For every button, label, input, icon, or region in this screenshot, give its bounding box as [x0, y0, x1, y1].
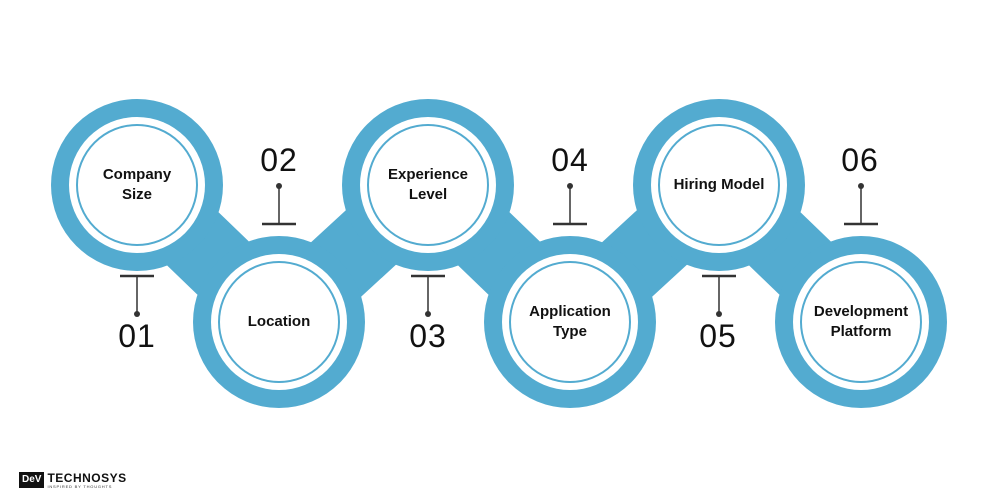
step-3-label-line-1: Experience	[387, 166, 469, 183]
step-2-number: 02	[260, 142, 298, 178]
step-1-inner-disc	[69, 117, 205, 253]
step-1-label-line-2: Size	[121, 186, 152, 203]
step-6-label-container: Development Platform	[799, 260, 923, 384]
step-3-inner-disc	[360, 117, 496, 253]
logo-tagline: INSPIRED BY THOUGHTS	[47, 483, 113, 489]
step-4-number: 04	[551, 142, 589, 178]
step-5-label-container: Hiring Model	[657, 123, 781, 247]
step-5-number: 05	[699, 318, 737, 354]
step-6-label: Development Platform	[814, 302, 908, 342]
step-4-label-line-2: Type	[553, 323, 587, 340]
step-6-label-line-1: Development	[813, 303, 909, 320]
step-4-inner-ring	[509, 261, 631, 383]
step-1-pin-dot	[134, 311, 140, 317]
step-2-inner-ring	[218, 261, 340, 383]
step-3-label-line-2: Level	[408, 186, 448, 203]
logo-mark: DeV	[19, 472, 45, 488]
step-4-inner-disc	[502, 254, 638, 390]
step-4-label-container: Application Type	[508, 260, 632, 384]
step-5-inner-disc	[651, 117, 787, 253]
step-1-number: 01	[118, 318, 156, 354]
step-5-label-line-1: Hiring Model	[673, 176, 765, 193]
step-2-label-container: Location	[217, 260, 341, 384]
step-3-inner-ring	[367, 124, 489, 246]
step-2-label-line-1: Location	[247, 313, 311, 330]
step-3-label: Experience Level	[388, 165, 468, 205]
step-4-label-line-1: Application	[529, 303, 611, 320]
step-6-label-line-2: Platform	[830, 323, 892, 340]
logo-text: TECHNOSYS INSPIRED BY THOUGHTS	[47, 472, 126, 489]
step-5-label: Hiring Model	[674, 175, 765, 195]
step-6-number: 06	[841, 142, 879, 178]
step-4-label: Application Type	[529, 302, 611, 342]
step-1-label-container: Company Size	[75, 123, 199, 247]
step-rings	[51, 99, 947, 408]
step-3-pin-dot	[425, 311, 431, 317]
number-connectors	[120, 183, 878, 317]
step-1-label-line-1: Company	[102, 166, 172, 183]
step-2-inner-disc	[211, 254, 347, 390]
step-6-inner-ring	[800, 261, 922, 383]
step-1-label: Company Size	[103, 165, 171, 205]
step-2-label: Location	[248, 312, 311, 332]
step-6-pin-dot	[858, 183, 864, 189]
step-3-label-container: Experience Level	[366, 123, 490, 247]
logo-name: TECHNOSYS	[47, 470, 127, 485]
step-5-pin-dot	[716, 311, 722, 317]
step-4-pin-dot	[567, 183, 573, 189]
step-3-number: 03	[409, 318, 447, 354]
step-2-pin-dot	[276, 183, 282, 189]
step-5-inner-ring	[658, 124, 780, 246]
company-logo: DeV TECHNOSYS INSPIRED BY THOUGHTS	[19, 470, 127, 490]
step-6-inner-disc	[793, 254, 929, 390]
step-1-inner-ring	[76, 124, 198, 246]
